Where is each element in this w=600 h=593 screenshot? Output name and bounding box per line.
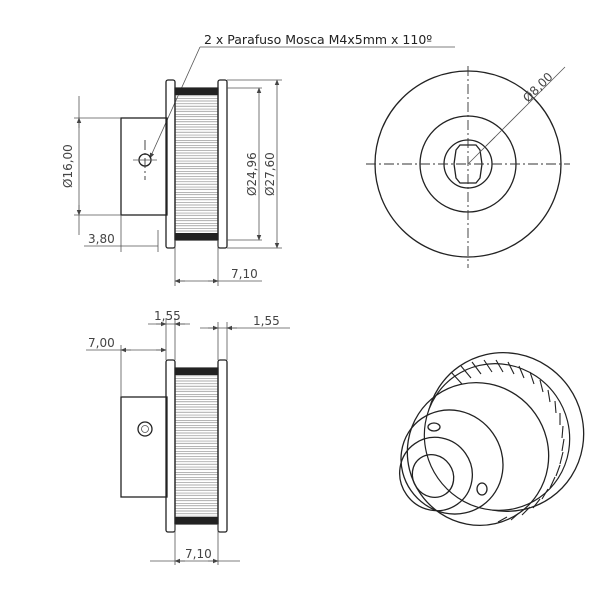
iso-teeth xyxy=(450,359,565,523)
bore-leader-ext xyxy=(539,66,566,93)
teeth-section xyxy=(174,87,219,241)
dim-outer-diameter: Ø27,60 xyxy=(263,152,277,196)
teeth-top-edge-bottom xyxy=(175,368,218,375)
iso-hub-outer xyxy=(400,409,504,515)
iso-hub-face xyxy=(399,436,473,512)
teeth-top-edge xyxy=(175,88,218,95)
dim-root-diameter: Ø24,96 xyxy=(245,152,259,196)
teeth-bottom-edge xyxy=(175,233,218,240)
side-view-top: 2 x Parafuso Mosca M4x5mm x 110º Ø16,00 … xyxy=(61,32,455,286)
dim-hub-diameter: Ø16,00 xyxy=(61,144,75,188)
iso-set-screw-side xyxy=(476,482,488,496)
flange-right xyxy=(217,79,228,249)
set-screw-inner xyxy=(141,425,149,433)
teeth-section-bottom xyxy=(174,367,219,525)
front-view: Ø8,00 xyxy=(366,66,570,268)
dim-teeth-width-bottom: 7,10 xyxy=(185,547,212,561)
dim-flange-left: 1,55 xyxy=(154,309,181,323)
dim-bore-diameter: Ø8,00 xyxy=(520,70,555,105)
dim-teeth-width-top: 7,10 xyxy=(231,267,258,281)
side-view-bottom: 7,00 1,55 1,55 7,10 xyxy=(86,309,290,565)
bore-spline xyxy=(453,144,483,184)
set-screw-bottom xyxy=(137,421,153,437)
hub-outline-bottom xyxy=(120,396,168,498)
iso-bore xyxy=(411,453,455,499)
flange-right-bottom xyxy=(217,359,228,533)
iso-front-flange xyxy=(406,382,550,526)
bore-leader xyxy=(467,91,541,165)
hub-outline xyxy=(120,117,168,216)
teeth-bottom-edge-bottom xyxy=(175,517,218,524)
dim-hub-length: 3,80 xyxy=(88,232,115,246)
dim-hub-offset: 7,00 xyxy=(88,336,115,350)
screw-note: 2 x Parafuso Mosca M4x5mm x 110º xyxy=(204,32,432,47)
dim-flange-right: 1,55 xyxy=(253,314,280,328)
isometric-view xyxy=(399,352,585,526)
bore-leader-tick xyxy=(485,136,496,147)
iso-set-screw-top xyxy=(427,422,441,432)
